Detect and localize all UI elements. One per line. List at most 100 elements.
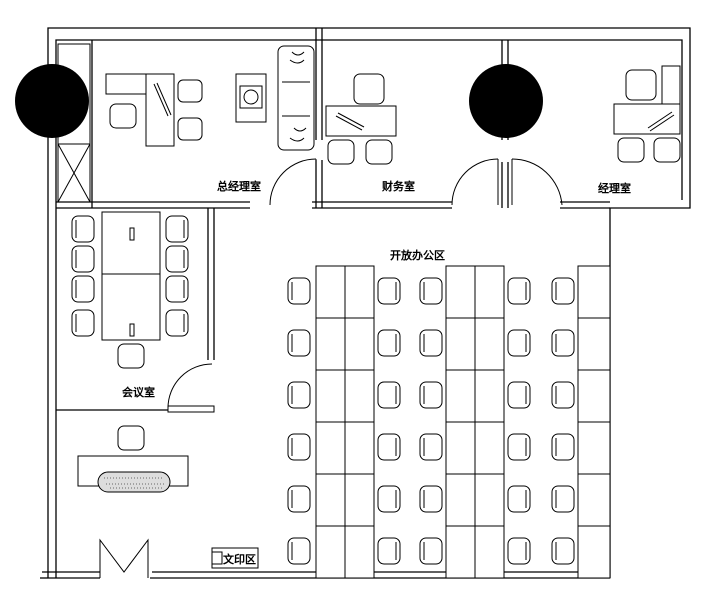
- desk-icon: [577, 317, 611, 371]
- chair-icon: [287, 329, 311, 357]
- chair-icon: [109, 103, 137, 129]
- chair-icon: [117, 343, 145, 369]
- column-icon: [469, 64, 543, 138]
- chair-icon: [287, 277, 311, 305]
- desk-icon: [344, 317, 375, 371]
- chair-icon: [117, 425, 145, 451]
- desk-icon: [445, 421, 476, 475]
- desk-icon: [325, 105, 397, 137]
- chair-icon: [419, 485, 443, 513]
- desk-icon: [577, 265, 611, 319]
- desk-icon: [445, 473, 476, 527]
- chair-icon: [419, 433, 443, 461]
- desk-icon: [145, 73, 175, 147]
- chair-icon: [165, 245, 189, 273]
- room-label-finance: 财务室: [381, 179, 415, 193]
- chair-icon: [287, 537, 311, 565]
- chair-icon: [287, 485, 311, 513]
- desk-icon: [344, 525, 375, 579]
- reception: [77, 425, 189, 493]
- desk-icon: [315, 525, 346, 579]
- desk-icon: [445, 265, 476, 319]
- chair-icon: [551, 381, 575, 409]
- room-label-meeting: 会议室: [122, 385, 155, 399]
- chair-icon: [327, 139, 355, 165]
- chair-icon: [419, 381, 443, 409]
- chair-icon: [71, 275, 95, 303]
- chair-icon: [287, 433, 311, 461]
- chair-icon: [377, 329, 401, 357]
- door-swing-icon: [511, 158, 563, 206]
- chair-icon: [377, 485, 401, 513]
- chair-icon: [551, 537, 575, 565]
- column-icon: [15, 64, 89, 138]
- chair-icon: [507, 329, 531, 357]
- desk-icon: [344, 369, 375, 423]
- chair-icon: [71, 245, 95, 273]
- gm-office-furniture: [105, 45, 315, 151]
- door-swing-icon: [269, 158, 317, 206]
- chair-icon: [71, 215, 95, 243]
- desk-icon: [474, 369, 505, 423]
- sofa-icon: [277, 45, 315, 151]
- chair-icon: [165, 309, 189, 337]
- desk-icon: [474, 317, 505, 371]
- chair-icon: [287, 381, 311, 409]
- room-label-manager: 经理室: [598, 181, 631, 195]
- door-swing-icon: [451, 158, 499, 206]
- chair-icon: [377, 277, 401, 305]
- desk-icon: [577, 369, 611, 423]
- door-swing-icon: [167, 363, 213, 409]
- chair-icon: [165, 215, 189, 243]
- chair-icon: [165, 275, 189, 303]
- desk-icon: [344, 265, 375, 319]
- chair-icon: [177, 79, 203, 103]
- chair-icon: [551, 277, 575, 305]
- interior-walls: [56, 28, 610, 413]
- chair-icon: [377, 381, 401, 409]
- finance-furniture: [325, 73, 397, 165]
- chair-icon: [551, 329, 575, 357]
- plant-icon: [239, 85, 263, 109]
- chair-icon: [377, 537, 401, 565]
- desk-icon: [344, 421, 375, 475]
- desk-icon: [315, 317, 346, 371]
- room-label-open-office: 开放办公区: [390, 248, 445, 262]
- chair-icon: [507, 277, 531, 305]
- desk-icon: [577, 525, 611, 579]
- chair-icon: [507, 485, 531, 513]
- chair-icon: [419, 329, 443, 357]
- chair-icon: [625, 69, 657, 101]
- manager-furniture: [613, 65, 681, 163]
- room-label-print-area: 文印区: [223, 552, 256, 566]
- open-office-furniture: [287, 265, 611, 579]
- chair-icon: [653, 137, 681, 163]
- desk-icon: [577, 473, 611, 527]
- chair-icon: [353, 73, 385, 105]
- desk-icon: [474, 421, 505, 475]
- desk-icon: [445, 525, 476, 579]
- columns: [15, 64, 543, 138]
- chair-icon: [419, 537, 443, 565]
- chair-icon: [617, 137, 645, 163]
- chair-icon: [365, 139, 393, 165]
- chair-icon: [551, 485, 575, 513]
- chair-icon: [507, 537, 531, 565]
- chair-icon: [71, 309, 95, 337]
- desk-icon: [474, 525, 505, 579]
- desk-icon: [445, 369, 476, 423]
- chair-icon: [177, 117, 203, 141]
- desk-icon: [315, 421, 346, 475]
- chair-icon: [507, 433, 531, 461]
- chair-icon: [377, 433, 401, 461]
- desk-icon: [577, 421, 611, 475]
- chair-icon: [507, 381, 531, 409]
- room-label-gm-office: 总经理室: [217, 179, 261, 193]
- desk-icon: [315, 473, 346, 527]
- chair-icon: [419, 277, 443, 305]
- desk-icon: [344, 473, 375, 527]
- doors: [99, 158, 563, 578]
- desk-icon: [315, 265, 346, 319]
- desk-icon: [445, 317, 476, 371]
